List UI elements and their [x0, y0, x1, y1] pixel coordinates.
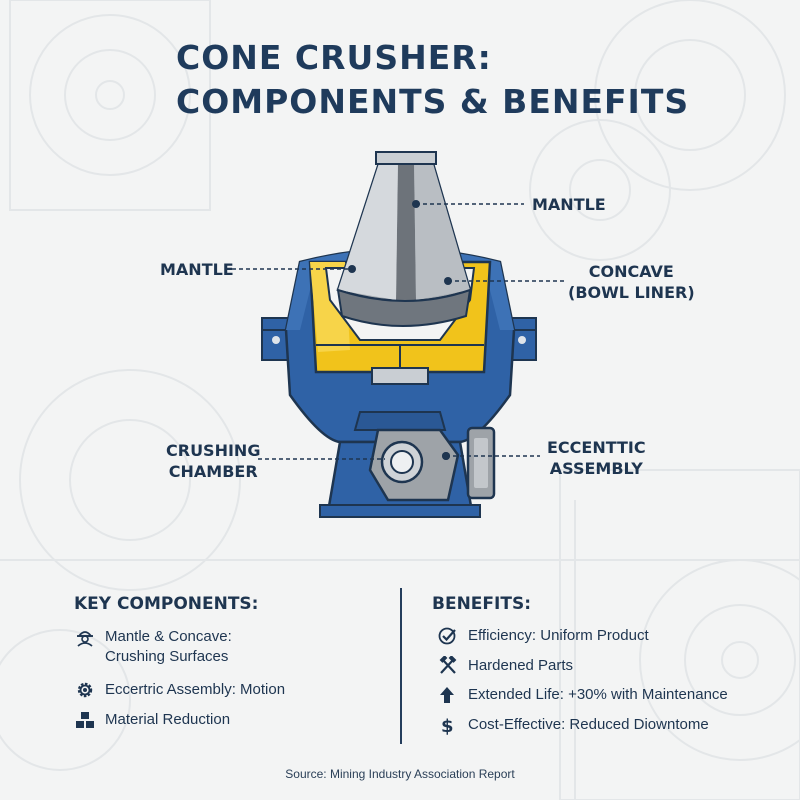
dollar-icon: $ [441, 716, 454, 735]
key-component-item: Mantle & Concave: Crushing Surfaces [74, 627, 232, 667]
callout-mantle-top: MANTLE [532, 194, 606, 215]
title-line-1: CONE CRUSHER: [176, 38, 492, 77]
cone-crusher-illustration [232, 151, 565, 518]
callout-concave-line-2: (BOWL LINER) [568, 283, 695, 302]
page-title: CONE CRUSHER: COMPONENTS & BENEFITS [176, 36, 689, 124]
mantle-cap [375, 151, 437, 165]
blocks-icon [76, 712, 94, 728]
column-divider [400, 588, 402, 744]
key-component-item: Material Reduction [74, 710, 230, 730]
key-component-line: Crushing Surfaces [105, 648, 229, 665]
callout-chamber-line-2: CHAMBER [168, 462, 258, 481]
callout-eccentric: ECCENTTIC ASSEMBLY [547, 437, 646, 479]
key-component-item: Eccertric Assembly: Motion [74, 680, 285, 700]
key-component-line: Eccertric Assembly: Motion [105, 681, 286, 698]
source-note: Source: Mining Industry Association Repo… [285, 767, 515, 781]
callout-eccentric-line-1: ECCENTTIC [547, 438, 646, 457]
benefit-text: Cost-Effective: Reduced Diowntome [468, 716, 709, 733]
benefit-text: Hardened Parts [468, 657, 574, 674]
key-component-line: Material Reduction [105, 711, 231, 728]
callout-mantle-top-text: MANTLE [532, 195, 606, 214]
benefit-item: Hardened Parts [437, 656, 573, 676]
gear-icon [77, 682, 93, 698]
benefit-text: Efficiency: Uniform Product [468, 627, 649, 644]
callout-concave-line-1: CONCAVE [588, 262, 674, 281]
callout-mantle-left: MANTLE [160, 259, 234, 280]
callout-chamber-line-1: CRUSHING [166, 441, 261, 460]
worker-helmet-icon [77, 631, 93, 647]
key-components-heading: KEY COMPONENTS: [74, 594, 259, 614]
svg-text:$: $ [441, 716, 454, 735]
callout-eccentric-line-2: ASSEMBLY [549, 459, 643, 478]
key-component-line: Mantle & Concave: [105, 628, 232, 645]
up-arrow-icon [440, 687, 454, 703]
callout-mantle-left-text: MANTLE [160, 260, 234, 279]
benefits-heading: BENEFITS: [432, 594, 531, 614]
benefit-item: $ Cost-Effective: Reduced Diowntome [437, 715, 709, 735]
benefit-item: Extended Life: +30% with Maintenance [437, 685, 728, 705]
title-line-2: COMPONENTS & BENEFITS [176, 82, 690, 121]
callout-concave: CONCAVE (BOWL LINER) [568, 261, 695, 303]
crossed-hammers-icon [439, 656, 457, 674]
benefit-item: Efficiency: Uniform Product [437, 626, 649, 646]
check-circle-icon [438, 627, 456, 645]
benefit-text: Extended Life: +30% with Maintenance [468, 686, 728, 703]
callout-crushing-chamber: CRUSHING CHAMBER [166, 440, 260, 482]
